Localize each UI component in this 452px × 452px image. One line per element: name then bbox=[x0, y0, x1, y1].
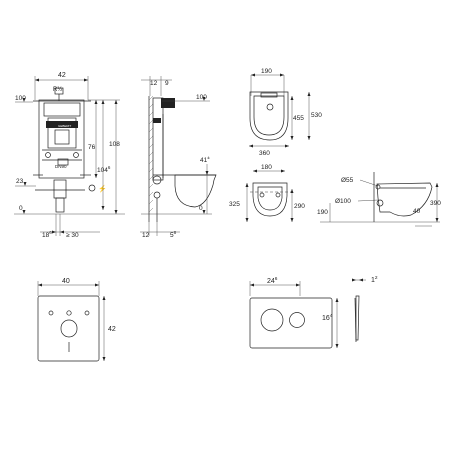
dim-455: 455 bbox=[293, 115, 304, 122]
dim-dn90: DN90 bbox=[55, 164, 67, 169]
dim-button-16: 164 bbox=[322, 313, 333, 322]
dim-18: 186 bbox=[42, 230, 52, 239]
dim-104: 1046 bbox=[97, 165, 111, 174]
wall-plate-view: 40 42 bbox=[37, 278, 116, 362]
dim-plate-42: 42 bbox=[108, 326, 116, 333]
dim-108: 108 bbox=[109, 141, 120, 148]
dim-side-190: 190 bbox=[317, 209, 328, 216]
dim-d100: Ø100 bbox=[335, 198, 351, 205]
dim-button-1: 12 bbox=[371, 275, 378, 284]
power-symbol: ⚡ bbox=[98, 184, 107, 193]
dim-frame-width: 42 bbox=[58, 72, 66, 79]
dim-5: 58 bbox=[170, 230, 177, 239]
dim-40: 40 bbox=[413, 208, 421, 215]
dim-530: 530 bbox=[311, 112, 322, 119]
dim-d55: Ø55 bbox=[341, 177, 354, 184]
bowl-front-view: 180 325 290 bbox=[229, 164, 305, 222]
dim-side-0: 0 bbox=[199, 205, 203, 212]
flush-button-view: 246 164 12 bbox=[249, 275, 378, 349]
dim-side-100: 100 bbox=[196, 94, 207, 101]
bowl-side-view: Ø55 Ø100 190 390 40 bbox=[317, 172, 441, 227]
dim-left-100: 100 bbox=[15, 95, 26, 102]
dim-button-24: 246 bbox=[267, 276, 278, 285]
dim-9-top: 9 bbox=[165, 80, 169, 87]
dim-floor-0: 0 bbox=[19, 205, 23, 212]
dim-325: 325 bbox=[229, 201, 240, 208]
dim-360: 360 bbox=[259, 150, 270, 157]
dim-190-top: 190 bbox=[261, 68, 272, 75]
dim-thread-r12: R½ bbox=[53, 86, 62, 93]
dim-23: 23 bbox=[16, 178, 24, 185]
brand-logo: GEBERIT bbox=[58, 124, 71, 128]
frame-front-view: 42 R½ GEBERIT DN90 ⚡ 100 76 bbox=[14, 72, 125, 239]
bowl-top-view: 190 455 530 360 bbox=[249, 68, 322, 157]
dim-180: 180 bbox=[261, 164, 272, 171]
dim-ge30: ≥ 30 bbox=[66, 232, 79, 239]
dim-41: 41± bbox=[200, 155, 210, 164]
dim-12-top: 12 bbox=[150, 80, 158, 87]
dim-290: 290 bbox=[294, 203, 305, 210]
dim-390: 390 bbox=[430, 200, 441, 207]
side-view: 12 9 100 41± bbox=[140, 76, 217, 239]
dim-76: 76 bbox=[88, 144, 96, 151]
dim-plate-40: 40 bbox=[62, 278, 70, 285]
dim-12-bottom: 12 bbox=[142, 232, 150, 239]
